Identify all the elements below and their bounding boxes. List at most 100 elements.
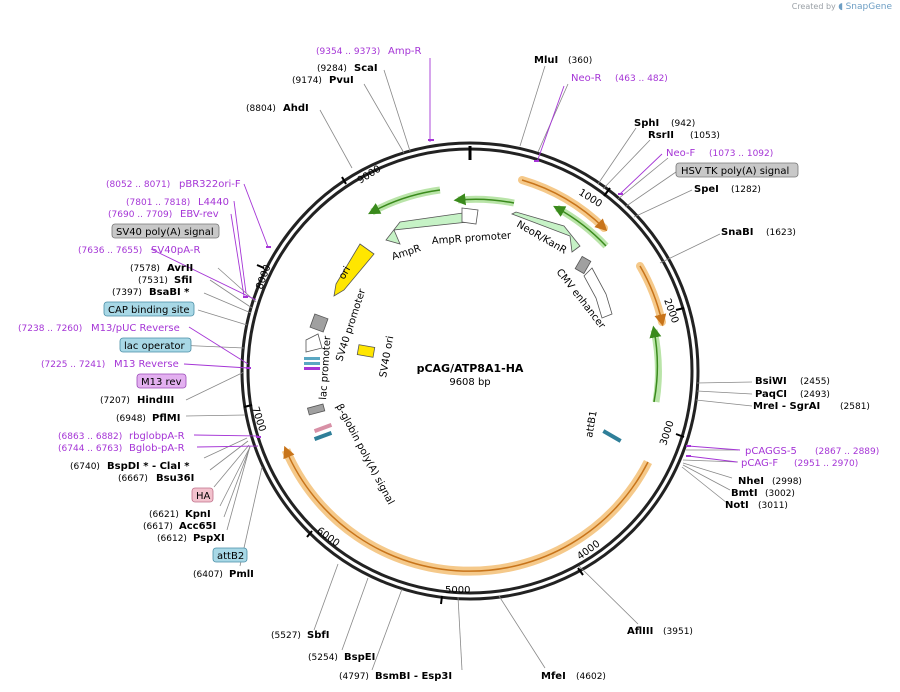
m13-rev-mark bbox=[304, 367, 320, 370]
attb1-label: attB1 bbox=[584, 410, 600, 439]
sv40-ori-feature bbox=[356, 344, 376, 358]
enzyme-name: HindIII bbox=[137, 395, 174, 406]
sv40-ori-label: SV40 ori bbox=[378, 335, 396, 378]
hsv-tk-box bbox=[675, 162, 799, 178]
attb1-feature bbox=[602, 429, 622, 443]
sv40-polya-box bbox=[111, 223, 220, 239]
green-arrow-small bbox=[553, 205, 607, 247]
primer-name: M13/pUC Reverse bbox=[91, 323, 180, 334]
enzyme-position: (2455) bbox=[800, 377, 830, 387]
boxed-labels: HSV TK poly(A) signal SV40 poly(A) signa… bbox=[103, 162, 799, 563]
primer-name: Neo-R bbox=[571, 73, 602, 84]
enzyme-name: PflMI bbox=[152, 413, 180, 424]
enzyme-name: BmtI bbox=[731, 488, 758, 499]
enzyme-position: (1282) bbox=[731, 185, 761, 195]
bglobin-polya-label: β-globin poly(A) signal bbox=[333, 402, 396, 506]
enzyme-labels: MluI (360) SphI (942) RsrII (1053) SpeI … bbox=[70, 55, 870, 682]
enzyme-name: BspEI bbox=[344, 652, 375, 663]
credit-brand: SnapGene bbox=[845, 2, 892, 12]
orf-arrow-1 bbox=[521, 179, 608, 232]
primer-name: Bglob-pA-R bbox=[129, 443, 185, 454]
enzyme-name: MfeI bbox=[541, 671, 566, 682]
primer-name: rbglobpA-R bbox=[129, 431, 185, 442]
enzyme-position: (7578) bbox=[130, 264, 160, 274]
tick-label: 6000 bbox=[314, 526, 341, 550]
hsv-tk-polya-feature bbox=[574, 255, 592, 275]
primer-position: (1073 .. 1092) bbox=[709, 149, 773, 159]
enzyme-name: AhdI bbox=[283, 103, 309, 114]
ampr-promoter-feature bbox=[461, 207, 479, 225]
cag-promoter-arrow bbox=[649, 325, 662, 403]
enzyme-name: MreI - SgrAI bbox=[753, 401, 820, 412]
ha-label: HA bbox=[196, 491, 211, 502]
enzyme-name: MluI bbox=[534, 55, 558, 66]
ha-box bbox=[191, 487, 214, 503]
primer-name: pBR322ori-F bbox=[179, 179, 241, 190]
bglobin-polya-feature bbox=[307, 403, 326, 416]
enzyme-name: SfiI bbox=[174, 275, 192, 286]
primer-position: (7238 .. 7260) bbox=[18, 324, 82, 334]
sv40-polya-label: SV40 poly(A) signal bbox=[116, 227, 214, 238]
enzyme-name: Bsu36I bbox=[156, 473, 194, 484]
primer-position: (9354 .. 9373) bbox=[316, 47, 380, 57]
m13-rev-label: M13 rev bbox=[141, 377, 182, 388]
primer-leader-lines bbox=[150, 58, 741, 463]
enzyme-position: (3011) bbox=[758, 501, 788, 511]
enzyme-position: (6621) bbox=[149, 510, 179, 520]
plasmid-name: pCAG/ATP8A1-HA bbox=[417, 362, 524, 375]
enzyme-name: PaqCI bbox=[755, 389, 787, 400]
primer-position: (8052 .. 8071) bbox=[106, 180, 170, 190]
enzyme-position: (8804) bbox=[246, 104, 276, 114]
primer-name: M13 Reverse bbox=[114, 359, 179, 370]
snapgene-logo: ◖ bbox=[838, 2, 844, 12]
green-arc-left bbox=[370, 186, 441, 216]
enzyme-position: (3951) bbox=[663, 627, 693, 637]
primer-position: (6744 .. 6763) bbox=[58, 444, 122, 454]
primer-position: (2867 .. 2889) bbox=[815, 447, 879, 457]
primer-name: SV40pA-R bbox=[151, 245, 200, 256]
cap-site-mark bbox=[304, 357, 320, 360]
lac-operator-box bbox=[119, 337, 192, 353]
enzyme-name: AflIII bbox=[627, 626, 653, 637]
sv40-polya-feature bbox=[309, 313, 329, 333]
atp8a1-cds-arrow bbox=[283, 445, 649, 572]
credit-prefix: Created by bbox=[791, 2, 836, 11]
tick-label: 5000 bbox=[445, 585, 470, 596]
enzyme-position: (7531) bbox=[138, 276, 168, 286]
attb2-box bbox=[212, 547, 248, 563]
enzyme-name: NotI bbox=[725, 500, 749, 511]
enzyme-name: BsmBI - Esp3I bbox=[375, 671, 452, 682]
enzyme-position: (2581) bbox=[840, 402, 870, 412]
primer-position: (7801 .. 7818) bbox=[126, 198, 190, 208]
plasmid-length: 9608 bp bbox=[449, 377, 490, 388]
lac-operator-label: lac operator bbox=[124, 341, 185, 352]
ha-tag-feature bbox=[313, 423, 333, 433]
green-arrow-top bbox=[453, 193, 515, 206]
credit: Created by ◖ SnapGene bbox=[792, 2, 892, 12]
enzyme-name: BspDI * - ClaI * bbox=[107, 461, 190, 472]
primer-name: Neo-F bbox=[666, 148, 696, 159]
enzyme-position: (9174) bbox=[292, 76, 322, 86]
primer-labels: (9354 .. 9373) Amp-R Neo-R (463 .. 482) … bbox=[18, 46, 879, 469]
hsv-tk-label: HSV TK poly(A) signal bbox=[681, 166, 789, 177]
enzyme-position: (6612) bbox=[157, 534, 187, 544]
ampr-promoter-label: AmpR promoter bbox=[431, 230, 512, 247]
enzyme-name: RsrII bbox=[648, 130, 674, 141]
enzyme-position: (2493) bbox=[800, 390, 830, 400]
enzyme-position: (6667) bbox=[118, 474, 148, 484]
primer-name: L4440 bbox=[198, 197, 229, 208]
enzyme-position: (360) bbox=[568, 56, 592, 66]
enzyme-name: BsiWI bbox=[755, 376, 787, 387]
enzyme-position: (1623) bbox=[766, 228, 796, 238]
enzyme-position: (3002) bbox=[765, 489, 795, 499]
enzyme-name: ScaI bbox=[354, 63, 378, 74]
orf-arc-2 bbox=[636, 262, 666, 326]
orf-arrow-2 bbox=[639, 265, 667, 327]
enzyme-position: (2998) bbox=[772, 477, 802, 487]
enzyme-position: (5527) bbox=[271, 631, 301, 641]
enzyme-name: PvuI bbox=[329, 75, 354, 86]
enzyme-name: Acc65I bbox=[179, 521, 216, 532]
ori-feature bbox=[333, 243, 375, 297]
enzyme-name: BsaBI * bbox=[149, 287, 190, 298]
